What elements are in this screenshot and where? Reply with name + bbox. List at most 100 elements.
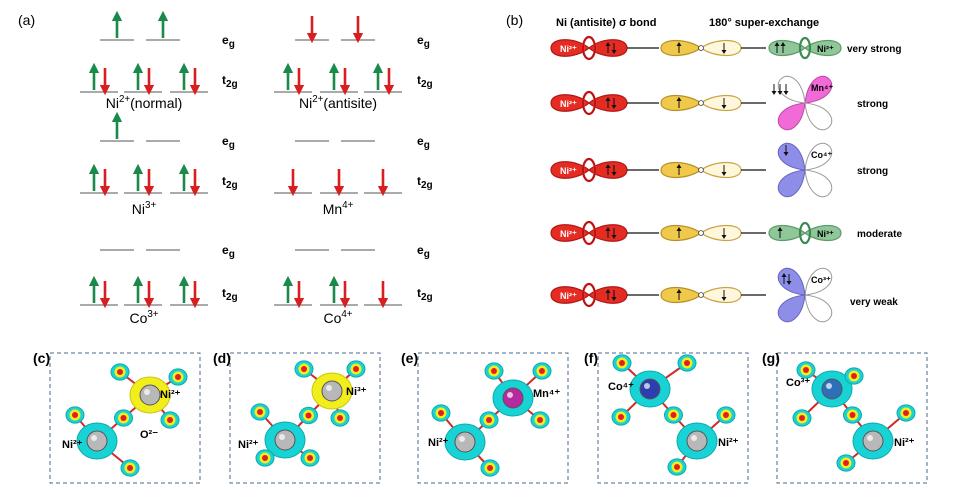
- ni-lobe-left: [550, 39, 590, 57]
- panel-label: (c): [33, 350, 50, 366]
- t2g-label-sub: 2g: [226, 180, 238, 191]
- oxygen-center: [698, 100, 704, 106]
- eg-label: eg: [222, 243, 235, 260]
- oxygen-spin-up-head: [676, 164, 682, 168]
- spin-up-head: [605, 289, 611, 293]
- partner-spin-head: [774, 42, 780, 46]
- panel-b-orbital-diagrams: Ni²⁺Ni²⁺very strongNi²⁺Mn⁴⁺strongNi²⁺Co⁴…: [550, 35, 902, 323]
- ion-label: Co⁴⁺: [608, 381, 634, 393]
- eg-label-sub: g: [424, 249, 430, 260]
- eg-label-main: e: [417, 33, 424, 47]
- eg-label: eg: [222, 33, 235, 50]
- ni-lobe-left: [550, 94, 590, 112]
- ion-label: Mn⁴⁺: [533, 388, 560, 400]
- oxygen-atom: [539, 368, 545, 374]
- ion-label: Ni²⁺: [160, 389, 181, 401]
- d-lobe-ne: [804, 75, 833, 104]
- oxygen-atom: [723, 412, 729, 418]
- metal-b-atom: [86, 430, 108, 452]
- oxygen-lobe-left: [660, 286, 703, 304]
- ion-label: Ni³⁺: [346, 386, 367, 398]
- t2g-label-sub: 2g: [226, 292, 238, 303]
- metal-a-highlight: [826, 383, 832, 389]
- t2g-label-main: t: [222, 286, 226, 300]
- config-name-sup: 4+: [341, 309, 352, 320]
- spin-down-head: [611, 172, 617, 176]
- config-name-sup: 4+: [342, 200, 353, 211]
- metal-b-atom: [862, 430, 884, 452]
- oxygen-atom: [167, 417, 173, 423]
- partner-label: Ni²⁺: [817, 44, 834, 54]
- eg-label-main: e: [222, 33, 229, 47]
- partner-label: Mn⁴⁺: [811, 83, 833, 93]
- panel-label: (f): [584, 350, 598, 366]
- metal-a-atom: [139, 384, 161, 406]
- oxygen-atom: [903, 410, 909, 416]
- spin-up-head: [605, 42, 611, 46]
- config-name-suffix: (antisite): [323, 95, 377, 111]
- ni-antisite-label: Ni²⁺: [560, 99, 577, 109]
- oxygen-atom: [674, 464, 680, 470]
- oxygen-spin-up-head: [676, 42, 682, 46]
- spin-up-head: [605, 97, 611, 101]
- metal-a-highlight: [644, 383, 650, 389]
- d-lobe-nw: [777, 75, 806, 104]
- oxygen-atom: [72, 412, 78, 418]
- t2g-label: t2g: [417, 174, 433, 191]
- d-lobe-sw: [777, 294, 806, 323]
- exchange-strength: strong: [857, 99, 888, 110]
- config-name-sup: 3+: [145, 200, 156, 211]
- ion-label: Ni²⁺: [718, 437, 739, 449]
- t2g-label-sub: 2g: [421, 292, 433, 303]
- config-name: Co4+: [323, 309, 352, 326]
- oxygen-atom: [851, 373, 857, 379]
- oxygen-atom: [337, 415, 343, 421]
- oxygen-center: [698, 292, 704, 298]
- oxygen-atom: [537, 417, 543, 423]
- oxygen-lobe-left: [660, 39, 703, 57]
- eg-label: eg: [417, 243, 430, 260]
- d-lobe-se: [804, 169, 833, 198]
- metal-a-atom: [321, 380, 343, 402]
- oxygen-spin-down-head: [721, 105, 727, 109]
- oxygen-center: [698, 230, 704, 236]
- metal-a-atom: [821, 378, 843, 400]
- eg-label-main: e: [222, 243, 229, 257]
- eg-label-sub: g: [424, 140, 430, 151]
- eg-label-sub: g: [229, 39, 235, 50]
- panel-label: (g): [762, 350, 780, 366]
- oxygen-atom: [307, 455, 313, 461]
- t2g-label: t2g: [222, 73, 238, 90]
- d-lobe-se: [804, 102, 833, 131]
- oxygen-atom: [849, 412, 856, 418]
- oxygen-lobe-right: [699, 161, 742, 179]
- ion-label: Ni²⁺: [238, 439, 259, 451]
- t2g-label: t2g: [222, 286, 238, 303]
- ion-label: Ni²⁺: [428, 437, 449, 449]
- t2g-label-sub: 2g: [226, 79, 238, 90]
- spin-down-head: [611, 297, 617, 301]
- eg-label-main: e: [417, 134, 424, 148]
- ni-ring-outline: [581, 220, 597, 246]
- eg-label-sub: g: [424, 39, 430, 50]
- ni-antisite-label: Ni²⁺: [560, 166, 577, 176]
- spin-down-head: [611, 235, 617, 239]
- ion-label: Co³⁺: [786, 377, 810, 389]
- partner-ring: [798, 36, 812, 60]
- exchange-strength: moderate: [857, 229, 902, 240]
- config-name-el: Ni: [106, 95, 119, 111]
- t2g-label: t2g: [222, 174, 238, 191]
- oxygen-center: [698, 167, 704, 173]
- ion-label: Ni²⁺: [62, 439, 83, 451]
- header-sigma-bond: Ni (antisite) σ bond: [556, 17, 656, 29]
- partner-spin-head: [783, 91, 789, 95]
- t2g-label-main: t: [222, 73, 226, 87]
- eg-label-main: e: [222, 134, 229, 148]
- partner-spin-head: [783, 152, 789, 156]
- metal-a-highlight: [326, 385, 332, 391]
- oxygen-atom: [799, 415, 805, 421]
- t2g-label-main: t: [417, 174, 421, 188]
- oxygen-lobe-left: [660, 94, 703, 112]
- oxygen-atom: [843, 460, 849, 466]
